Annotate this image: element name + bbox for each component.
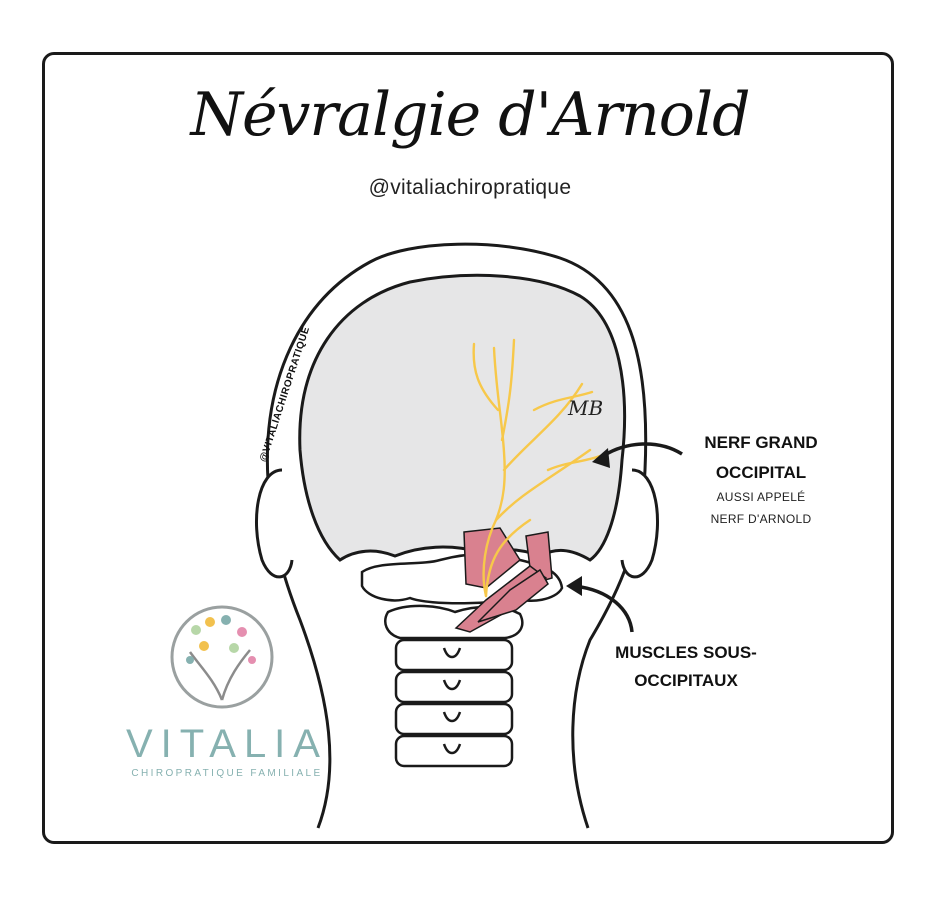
nerve-sublabel-line1: AUSSI APPELÉ (716, 490, 806, 504)
suboccipital-muscles (454, 527, 553, 633)
brand-tagline: CHIROPRATIQUE FAMILIALE (131, 768, 323, 779)
right-ear (620, 468, 659, 579)
social-handle: @vitaliachiropratique (368, 176, 572, 199)
skull (298, 273, 627, 562)
vitalia-logo (170, 605, 274, 709)
nerve-label-line2: OCCIPITAL (715, 463, 807, 482)
page-title: Névralgie d'Arnold (190, 80, 750, 150)
muscle-arrowhead (566, 576, 582, 596)
brand-name: VITALIA (126, 722, 328, 766)
greater-occipital-nerve (472, 338, 602, 598)
nerve-arrowhead (592, 448, 610, 468)
left-ear (255, 468, 294, 579)
artist-signature: MB (568, 396, 604, 420)
cervical-vertebrae (394, 638, 514, 768)
nerve-label-line1: NERF GRAND (704, 433, 818, 452)
muscles-label-line2: OCCIPITAUX (634, 671, 738, 690)
muscles-label-line1: MUSCLES SOUS- (615, 643, 757, 662)
muscle-pointer-arrow (573, 584, 634, 633)
nerve-sublabel-line2: NERF D'ARNOLD (710, 512, 812, 526)
